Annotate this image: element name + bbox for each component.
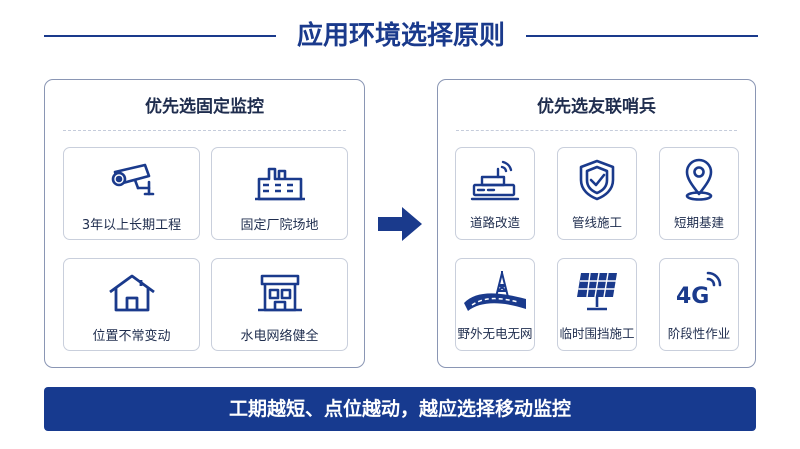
4g-signal-icon: 4G — [660, 269, 738, 313]
card-temporary-fence: 临时围挡施工 — [557, 258, 637, 351]
card-utilities-ready: 水电网络健全 — [211, 258, 348, 351]
road-tower-icon — [456, 269, 534, 313]
title-divider-left — [44, 35, 276, 37]
card-phased-work: 4G 阶段性作业 — [659, 258, 739, 351]
card-fixed-site: 固定厂院场地 — [211, 147, 348, 240]
card-label: 管线施工 — [571, 215, 622, 230]
page-title: 应用环境选择原则 — [296, 21, 505, 51]
panel-title: 优先选友联哨兵 — [537, 97, 656, 117]
card-label: 野外无电无网 — [457, 326, 533, 341]
card-pipeline-construction: 管线施工 — [557, 147, 637, 240]
fixed-monitoring-panel: 优先选固定监控 3年以上长期工程 — [44, 79, 365, 368]
card-label: 道路改造 — [469, 215, 520, 230]
house-icon — [64, 271, 199, 315]
card-stable-location: 位置不常变动 — [63, 258, 200, 351]
card-label: 位置不常变动 — [92, 329, 171, 344]
card-label: 固定厂院场地 — [240, 218, 319, 233]
cctv-camera-icon — [64, 160, 199, 204]
sentinel-panel: 优先选友联哨兵 道路改造 — [437, 79, 756, 368]
arrow-right-icon — [378, 205, 424, 243]
solar-panel-icon — [558, 269, 636, 313]
card-label: 3年以上长期工程 — [81, 218, 182, 233]
4g-label: 4G — [676, 284, 709, 309]
location-pin-icon — [660, 158, 738, 202]
shield-check-icon — [558, 158, 636, 202]
panel-divider — [63, 130, 346, 131]
panel-title: 优先选固定监控 — [145, 97, 264, 117]
header: 应用环境选择原则 — [0, 14, 800, 58]
card-label: 临时围挡施工 — [559, 326, 635, 341]
factory-icon — [212, 160, 347, 204]
title-divider-right — [526, 35, 758, 37]
wireless-device-icon — [456, 158, 534, 202]
panel-divider — [456, 130, 737, 131]
card-long-term-project: 3年以上长期工程 — [63, 147, 200, 240]
card-short-term-build: 短期基建 — [659, 147, 739, 240]
card-off-grid-field: 野外无电无网 — [455, 258, 535, 351]
card-road-renovation: 道路改造 — [455, 147, 535, 240]
card-label: 水电网络健全 — [240, 329, 319, 344]
card-label: 阶段性作业 — [667, 326, 731, 341]
utility-building-icon — [212, 271, 347, 315]
summary-banner: 工期越短、点位越动，越应选择移动监控 — [44, 387, 756, 431]
card-label: 短期基建 — [673, 215, 724, 230]
